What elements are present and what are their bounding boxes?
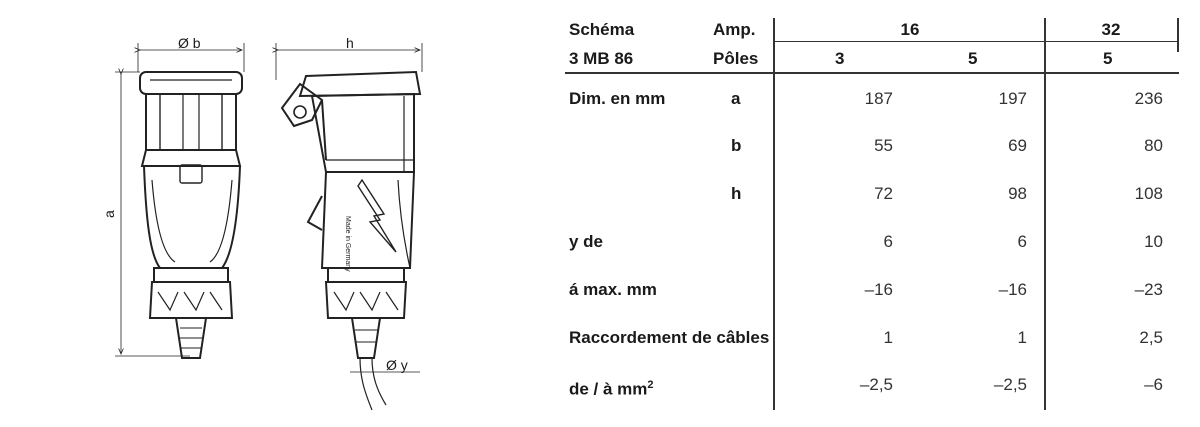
spec-table: Schéma Amp. 16 32 3 MB 86 Pôles 3 5 5 Di…	[565, 18, 1185, 418]
row-sub-a: a	[731, 89, 741, 108]
val-h-1: 72	[874, 184, 893, 203]
val-range-2: –2,5	[993, 375, 1027, 394]
poles-label: Pôles	[713, 49, 759, 68]
row-label-cable: Raccordement de câbles	[569, 328, 770, 347]
row-label-y: y de	[569, 232, 604, 251]
val-range-3: –6	[1144, 375, 1163, 394]
val-a-2: 197	[998, 89, 1027, 108]
side-view	[276, 43, 423, 411]
row-label-range-text: de / à mm	[569, 379, 648, 399]
divider-right	[1177, 18, 1179, 52]
front-view	[115, 43, 245, 359]
divider-col-32	[1044, 18, 1046, 410]
val-a-3: 236	[1134, 89, 1163, 108]
val-max-2: –16	[998, 280, 1027, 299]
val-max-3: –23	[1134, 280, 1163, 299]
poles-col3: 5	[1103, 49, 1113, 68]
amp-16: 16	[900, 20, 920, 39]
val-y-2: 6	[1017, 232, 1027, 251]
row-sub-b: b	[731, 136, 742, 155]
dim-y-label: Ø y	[386, 357, 408, 373]
val-h-3: 108	[1134, 184, 1163, 203]
row-label-dim: Dim. en mm	[569, 89, 666, 108]
divider-col-amp	[773, 18, 775, 410]
val-max-1: –16	[864, 280, 893, 299]
val-cable-1: 1	[883, 328, 893, 347]
amp-label: Amp.	[713, 20, 756, 39]
row-label-range: de / à mm2	[569, 375, 654, 400]
made-in-marking: Made in Germany	[344, 216, 351, 272]
header-bottom-rule	[565, 72, 1179, 74]
row-label-range-sup: 2	[647, 379, 654, 391]
val-cable-2: 1	[1017, 328, 1027, 347]
dim-b-label: Ø b	[178, 35, 201, 51]
row-label-max: á max. mm	[569, 280, 657, 299]
val-range-1: –2,5	[859, 375, 893, 394]
dim-a-label: a	[101, 210, 117, 218]
val-h-2: 98	[1008, 184, 1027, 203]
model-number: 3 MB 86	[569, 49, 634, 68]
val-b-3: 80	[1144, 136, 1163, 155]
poles-col1: 3	[835, 49, 845, 68]
row-sub-h: h	[731, 184, 742, 203]
amp-32: 32	[1101, 20, 1121, 39]
poles-col2: 5	[968, 49, 978, 68]
val-b-2: 69	[1008, 136, 1027, 155]
schema-label: Schéma	[569, 20, 635, 39]
dim-h-label: h	[346, 35, 354, 51]
technical-drawing: Ø b a h Ø y Made in Ge	[101, 35, 423, 411]
header-rule	[773, 41, 1179, 42]
val-a-1: 187	[864, 89, 893, 108]
val-y-3: 10	[1144, 232, 1163, 251]
val-cable-3: 2,5	[1139, 328, 1163, 347]
val-y-1: 6	[883, 232, 893, 251]
val-b-1: 55	[874, 136, 893, 155]
